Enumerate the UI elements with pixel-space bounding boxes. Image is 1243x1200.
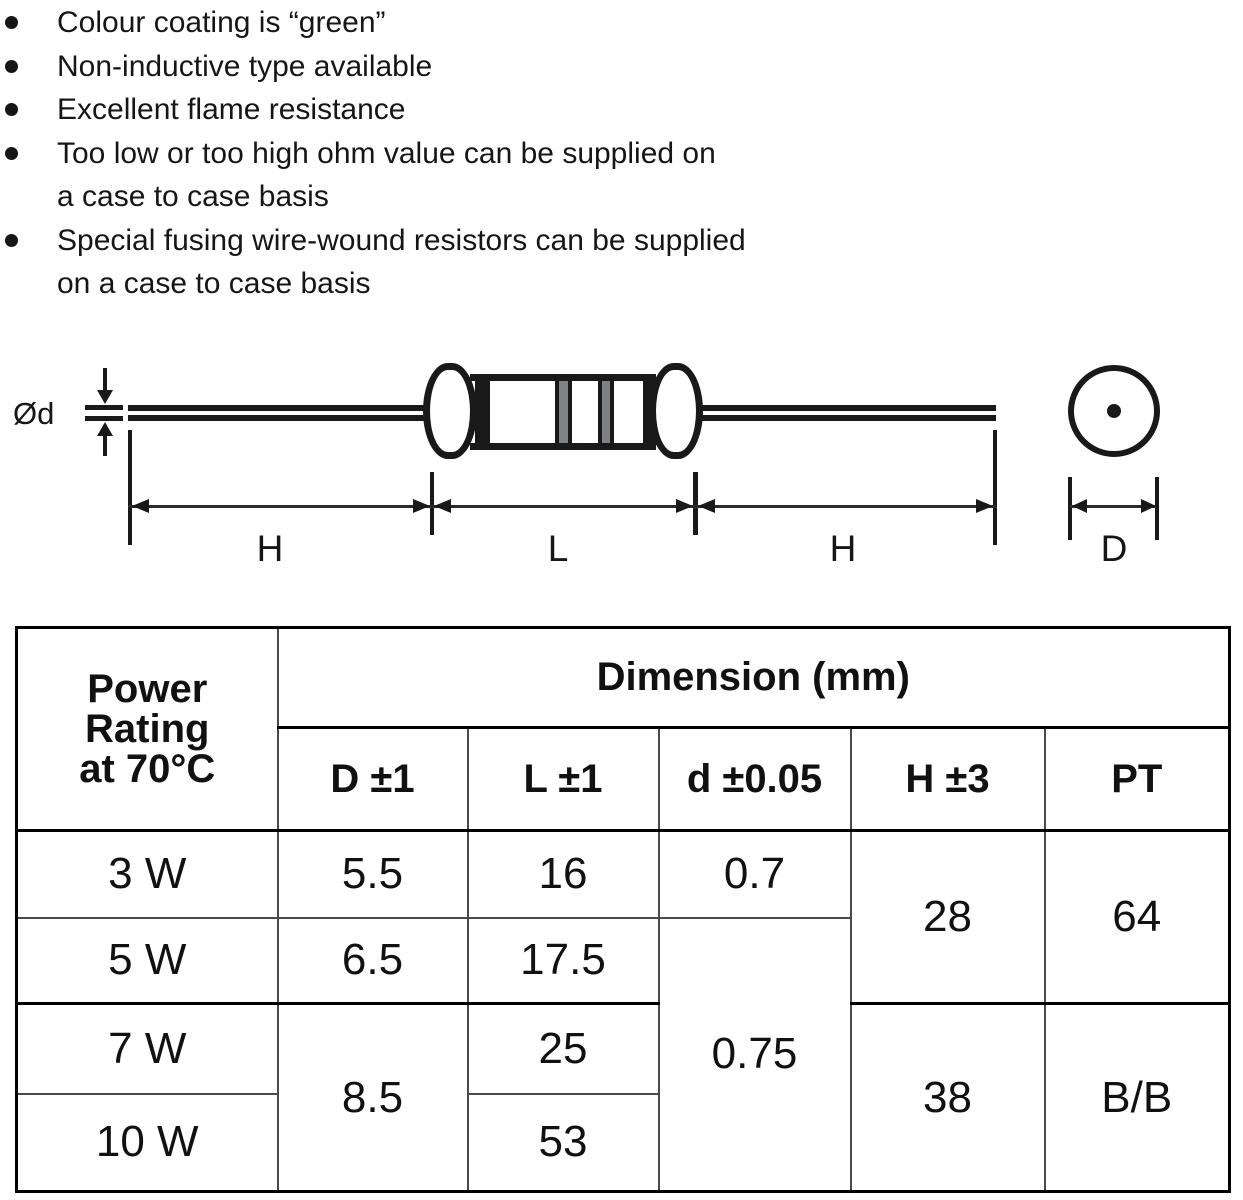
- dimension-label-h-left: H: [256, 528, 284, 569]
- feature-text: Special fusing wire-wound resistors can …: [57, 223, 746, 257]
- list-item: Special fusing wire-wound resistors can …: [0, 219, 900, 306]
- od-arrow-down-icon: [97, 390, 113, 404]
- dim-arrow-icon: [1072, 499, 1087, 513]
- d-extension-line-left: [1068, 477, 1072, 540]
- colour-band: [598, 381, 614, 443]
- cell-power: 5 W: [15, 916, 279, 1005]
- resistor-end-cap-right: [649, 363, 703, 459]
- dim-arrow-icon: [976, 499, 993, 513]
- list-item: Non-inductive type available: [0, 45, 900, 89]
- lead-wire-right: [698, 405, 996, 421]
- list-item: Too low or too high ohm value can be sup…: [0, 132, 900, 219]
- bullet-icon: [5, 16, 18, 29]
- cell-h: 38: [849, 1002, 1046, 1193]
- dimension-table: Power Rating at 70°C Dimension (mm) D ±1…: [15, 626, 1231, 1193]
- dimension-line: [128, 505, 997, 508]
- cell-l: 53: [466, 1092, 660, 1193]
- col-header-pt: PT: [1043, 726, 1231, 832]
- colour-band: [475, 381, 490, 443]
- cell-l: 25: [466, 1002, 660, 1095]
- od-arrow-up-icon: [97, 422, 113, 436]
- od-dim-line-bottom: [103, 436, 107, 456]
- cell-d-big: 5.5: [276, 829, 469, 919]
- table-row: 7 W 8.5 25 38 B/B: [15, 1002, 1231, 1193]
- extension-line-right: [993, 430, 997, 545]
- dimension-label-l: L: [547, 528, 569, 569]
- lead-diameter-label: Ød: [13, 396, 55, 431]
- table-row: 10 W 53: [15, 1092, 1230, 1193]
- cell-pt: 64: [1043, 829, 1231, 1005]
- bullet-icon: [5, 233, 18, 247]
- feature-text: Colour coating is “green”: [57, 6, 386, 39]
- resistor-end-cap-left: [423, 363, 477, 459]
- bullet-icon: [5, 146, 18, 160]
- feature-text: on a case to case basis: [57, 267, 371, 300]
- col-header-d-small: d ±0.05: [657, 726, 852, 832]
- d-dimension-line: [1070, 505, 1156, 508]
- table-row: 5 W 6.5 17.5 0.75: [15, 916, 1230, 1193]
- resistor-body: [470, 374, 656, 450]
- dim-arrow-icon: [434, 499, 451, 513]
- col-header-power-rating: Power Rating at 70°C: [15, 626, 279, 832]
- lead-cross-section-dot: [1107, 404, 1121, 418]
- cell-power: 3 W: [15, 829, 279, 919]
- dim-arrow-icon: [698, 499, 715, 513]
- extension-line-left: [128, 430, 132, 545]
- cell-power: 7 W: [15, 1002, 279, 1095]
- header-line: at 70°C: [79, 747, 216, 791]
- header-line: Rating: [85, 707, 210, 751]
- extension-line-body-left: [430, 472, 434, 535]
- resistor-dimension-diagram: Ød H L H D: [13, 363, 1160, 569]
- cell-d-small: 0.7: [657, 829, 852, 919]
- dim-arrow-icon: [132, 499, 149, 513]
- col-header-l: L ±1: [466, 726, 660, 832]
- dimension-label-h-right: H: [829, 528, 857, 569]
- cell-l: 16: [466, 829, 660, 919]
- dim-arrow-icon: [413, 499, 430, 513]
- feature-text: Excellent flame resistance: [57, 93, 406, 126]
- feature-text: Too low or too high ohm value can be sup…: [57, 136, 716, 170]
- feature-text: Non-inductive type available: [57, 49, 433, 83]
- feature-text: a case to case basis: [57, 180, 329, 213]
- col-header-d-big: D ±1: [276, 726, 469, 832]
- dimension-label-d: D: [1100, 528, 1128, 569]
- cell-d-small: 0.75: [657, 916, 852, 1193]
- list-item: Colour coating is “green”: [0, 1, 900, 45]
- cell-power: 10 W: [15, 1092, 279, 1193]
- cell-d-big: 8.5: [276, 1002, 469, 1193]
- od-tick-bottom: [85, 416, 123, 421]
- col-header-dimension: Dimension (mm): [276, 626, 1231, 729]
- col-header-h: H ±3: [849, 726, 1046, 832]
- table-row: 3 W 5.5 16 0.7 28 64: [15, 829, 1231, 1005]
- bullet-icon: [5, 59, 18, 73]
- header-line: Power: [87, 667, 208, 711]
- feature-list: Colour coating is “green” Non-inductive …: [0, 1, 900, 306]
- extension-line-body-right: [693, 472, 698, 535]
- od-tick-top: [85, 405, 123, 410]
- cell-l: 17.5: [466, 916, 660, 1005]
- cell-pt: B/B: [1043, 1002, 1231, 1193]
- lead-wire-left: [128, 405, 430, 421]
- cell-d-big: 6.5: [276, 916, 469, 1005]
- bullet-icon: [5, 103, 18, 116]
- d-extension-line-right: [1155, 477, 1159, 540]
- cell-h: 28: [849, 829, 1046, 1005]
- dim-arrow-icon: [676, 499, 693, 513]
- dim-arrow-icon: [1141, 499, 1156, 513]
- list-item: Excellent flame resistance: [0, 88, 900, 132]
- od-dim-line-top: [103, 368, 107, 391]
- colour-band: [555, 381, 572, 443]
